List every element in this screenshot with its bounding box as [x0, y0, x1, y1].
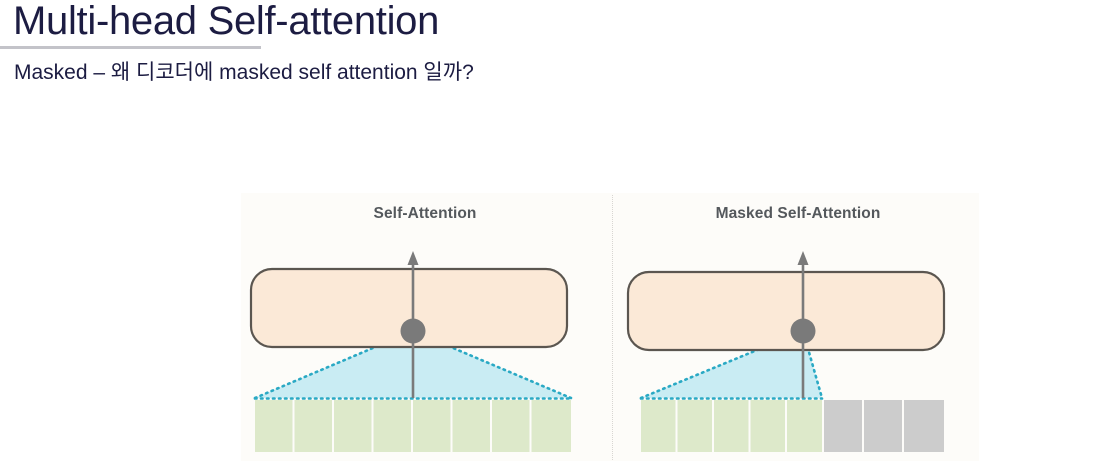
attention-comparison-figure: Self-Attention [241, 193, 979, 461]
token-cell [255, 400, 293, 452]
focus-token-dot [400, 318, 426, 344]
output-arrow-up-icon [407, 251, 419, 265]
masked-token-cell [824, 400, 862, 452]
token-cell [714, 400, 749, 452]
token-cell [294, 400, 332, 452]
token-cell [492, 400, 530, 452]
masked-token-cell [904, 400, 944, 452]
page-title: Multi-head Self-attention [13, 0, 440, 43]
token-row [255, 400, 571, 452]
token-cell [750, 400, 785, 452]
panel-divider [612, 195, 613, 460]
attention-layer-box [249, 267, 569, 349]
token-cell [677, 400, 712, 452]
slide-subtitle: Masked – 왜 디코더에 masked self attention 일까… [14, 61, 474, 84]
panel-title-self-attention: Self-Attention [373, 205, 477, 222]
output-arrow-up-icon [797, 251, 809, 265]
masked-token-cell [864, 400, 902, 452]
title-divider-rule [0, 46, 261, 49]
panel-masked-self-attention: Masked Self-Attention [617, 193, 979, 461]
masked-self-attention-diagram [626, 251, 946, 452]
self-attention-diagram [249, 251, 573, 452]
panel-self-attention: Self-Attention [241, 193, 609, 461]
token-cell [373, 400, 411, 452]
token-cell [413, 400, 451, 452]
token-row [641, 400, 944, 452]
attention-layer-box [626, 270, 946, 352]
panel-title-masked-self-attention: Masked Self-Attention [715, 205, 881, 222]
token-cell [641, 400, 676, 452]
token-cell [531, 400, 571, 452]
token-cell [334, 400, 372, 452]
focus-token-dot [790, 318, 816, 344]
token-cell [452, 400, 490, 452]
token-cell [787, 400, 822, 452]
